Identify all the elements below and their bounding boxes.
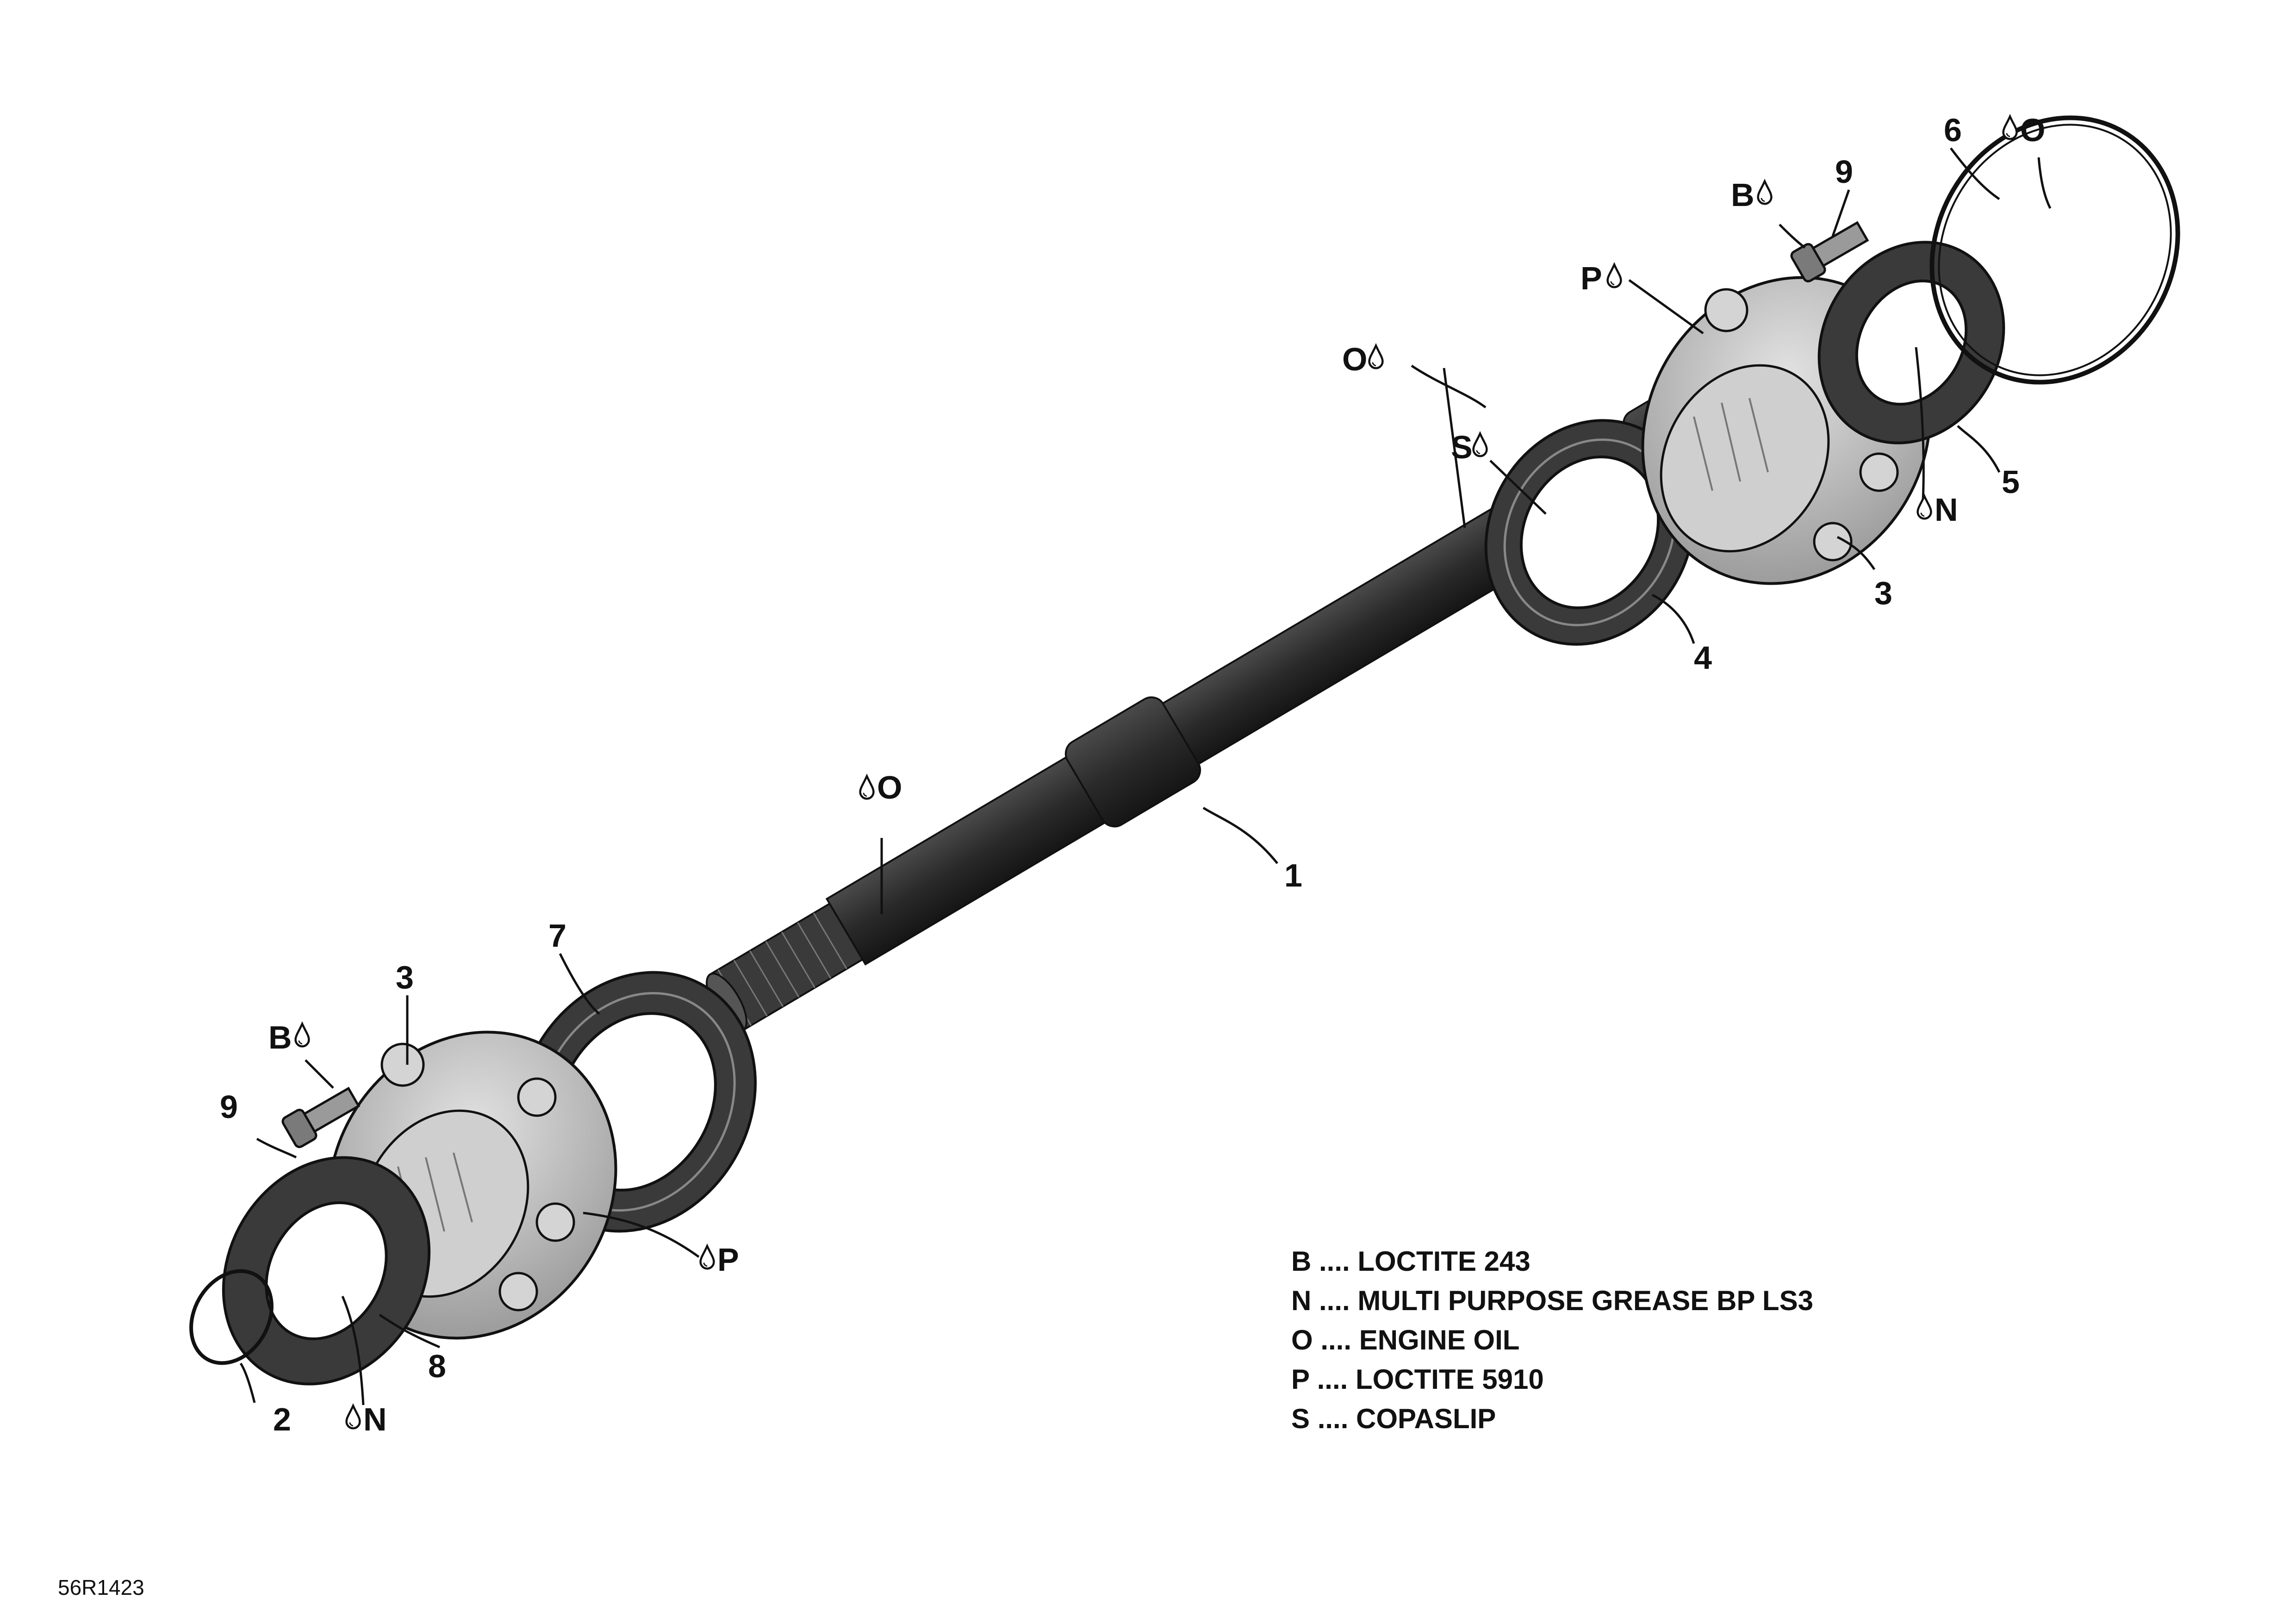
oil-drop-icon	[860, 776, 874, 799]
lubricant-marker-p-right: P	[1580, 260, 1621, 296]
screw-part-9-left	[281, 1087, 361, 1149]
callout-bearing-left: 7	[548, 918, 566, 954]
lubricant-code-b-left: B	[268, 1019, 292, 1056]
lubricant-marker-s: S	[1451, 429, 1487, 465]
grease-drop-icon	[347, 1406, 360, 1429]
lubricant-markers: O O S P B O N	[268, 112, 2045, 1437]
callout-housing-right: 3	[1874, 575, 1892, 611]
lubricant-marker-n-right: N	[1918, 492, 1958, 528]
oil-drop-icon	[1369, 346, 1383, 369]
callout-screw-right: 9	[1835, 154, 1853, 190]
threadlocker-drop-icon	[1758, 181, 1772, 204]
lubricant-marker-n-left: N	[347, 1401, 387, 1437]
copaslip-drop-icon	[1474, 434, 1487, 456]
lubricant-marker-o-shaft: O	[860, 769, 902, 806]
callout-oring: 6	[1944, 112, 1962, 148]
sealant-drop-icon	[1608, 265, 1621, 287]
legend-row-s: S .... COPASLIP	[1291, 1403, 1496, 1434]
callout-shaft: 1	[1284, 857, 1302, 893]
lubricant-code-o-shaft: O	[877, 769, 902, 806]
lubricant-code-p-left: P	[717, 1242, 739, 1278]
lubricant-marker-o-splines: O	[1342, 341, 1382, 377]
oring-part-6	[1929, 115, 2180, 385]
lubricant-code-n-right: N	[1935, 492, 1958, 528]
legend-row-b: B .... LOCTITE 243	[1291, 1246, 1531, 1277]
callout-seal-left: 8	[428, 1348, 446, 1384]
lubricant-marker-b-left: B	[268, 1019, 309, 1056]
callout-numbers: 1 2 3 3 4 5 6 7 8 9 9	[220, 112, 2020, 1437]
threadlocker-drop-icon	[296, 1024, 309, 1047]
lubricant-code-p-right: P	[1580, 260, 1602, 296]
lubricant-code-n-left: N	[363, 1401, 387, 1437]
screw-part-9-right	[1790, 221, 1869, 283]
lubricant-code-s: S	[1451, 429, 1473, 465]
sealant-drop-icon	[701, 1246, 714, 1269]
leader-lines	[239, 147, 2052, 1405]
lubricant-code-b-right: B	[1731, 177, 1755, 213]
callout-seal-right-inner: 4	[1694, 640, 1712, 676]
lubricant-code-o-oring: O	[2020, 112, 2045, 148]
callout-housing-left: 3	[396, 959, 414, 995]
drawing-code: 56R1423	[58, 1575, 144, 1599]
legend-row-o: O .... ENGINE OIL	[1291, 1324, 1519, 1355]
lubricant-marker-p-left: P	[701, 1242, 739, 1278]
circlip-part-2	[189, 1269, 274, 1365]
grease-drop-icon	[1918, 496, 1931, 519]
legend-row-n: N .... MULTI PURPOSE GREASE BP LS3	[1291, 1285, 1813, 1316]
lubricant-marker-o-oring: O	[2004, 112, 2045, 148]
seal-part-8	[222, 1156, 431, 1386]
legend-row-p: P .... LOCTITE 5910	[1291, 1364, 1544, 1395]
lubricant-marker-b-right: B	[1731, 177, 1771, 213]
oil-drop-icon	[2004, 117, 2017, 139]
lubricant-legend: B .... LOCTITE 243 N .... MULTI PURPOSE …	[1291, 1246, 1813, 1434]
callout-circlip: 2	[273, 1401, 291, 1437]
lubricant-code-o-splines: O	[1342, 341, 1367, 377]
callout-screw-left: 9	[220, 1089, 238, 1125]
seal-part-4	[1484, 419, 1695, 646]
callout-seal-right-outer: 5	[2002, 464, 2020, 500]
